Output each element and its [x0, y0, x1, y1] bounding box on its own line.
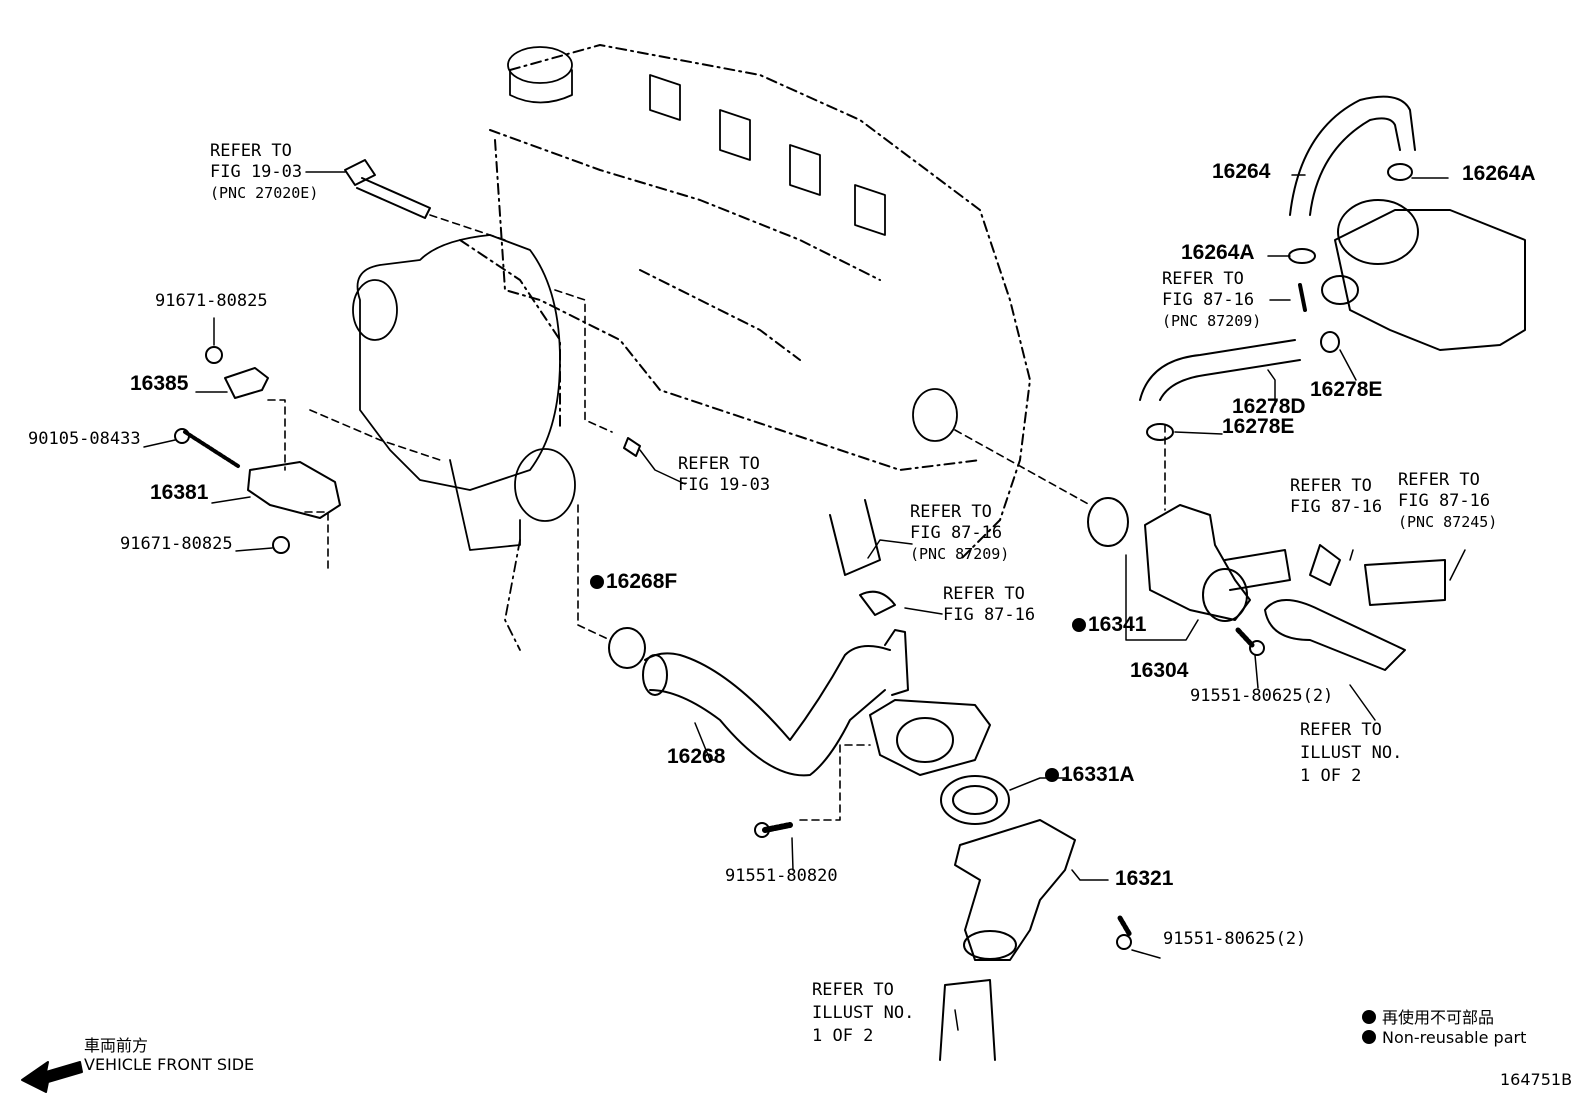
hose-16264-drawing — [1289, 95, 1416, 216]
legend-jp: 再使用不可部品 — [1362, 1004, 1494, 1028]
bracket-drawing — [174, 346, 341, 554]
clamps — [1146, 163, 1413, 441]
bolt-27020e-drawing — [344, 159, 431, 219]
part-number-16264a-right: 16264A — [1462, 162, 1536, 185]
hose-ends — [829, 499, 996, 1061]
solid-leaders — [143, 171, 1466, 1031]
throttle-body-drawing — [1321, 199, 1526, 351]
part-number-16264: 16264 — [1212, 160, 1271, 183]
part-number-16341: 16341 — [1072, 614, 1146, 635]
thermostat-housing-drawing — [869, 699, 1076, 961]
part-number-91671-80825-bottom: 91671-80825 — [120, 534, 233, 554]
part-number-90105-08433: 90105-08433 — [28, 429, 141, 449]
legend-non-reusable: Non-reusable part — [1362, 1028, 1526, 1047]
timing-cover — [352, 234, 958, 651]
part-number-16278e-lower: 16278E — [1222, 415, 1295, 438]
part-number-16381: 16381 — [150, 481, 209, 504]
part-number-16264a-left: 16264A — [1181, 241, 1255, 264]
part-number-16385: 16385 — [130, 372, 189, 395]
part-number-16268f: 16268F — [590, 571, 677, 592]
vehicle-front-jp: 車両前方 — [84, 1036, 149, 1055]
small-bolts — [623, 437, 1265, 950]
cam-towers — [507, 46, 886, 236]
part-number-91551-80625-right: 91551-80625(2) — [1190, 686, 1334, 706]
water-outlet-16304-drawing — [1144, 504, 1446, 671]
part-number-16331a: 16331A — [1045, 764, 1135, 785]
part-number-16268: 16268 — [667, 745, 726, 768]
part-number-91671-80825-top: 91671-80825 — [155, 291, 268, 311]
vehicle-front-side-label: VEHICLE FRONT SIDE — [84, 1055, 255, 1074]
part-number-16278e-upper: 16278E — [1310, 378, 1383, 401]
part-number-16278d: 16278D — [1232, 395, 1306, 418]
vehicle-front-arrow — [21, 1061, 83, 1093]
part-number-91551-80625-bottom: 91551-80625(2) — [1163, 929, 1307, 949]
figure-id: 164751B — [1500, 1070, 1573, 1089]
hose-16268-drawing — [642, 629, 909, 777]
oring-16341-drawing — [1087, 497, 1129, 547]
part-number-91551-80820: 91551-80820 — [725, 866, 838, 886]
oring-16268f-drawing — [608, 627, 646, 669]
part-number-16321: 16321 — [1115, 867, 1174, 890]
engine-block-outline — [459, 44, 1031, 561]
hose-16278d-drawing — [1139, 339, 1301, 401]
part-number-16304: 16304 — [1130, 659, 1189, 682]
dashed-leaders — [267, 214, 1166, 821]
